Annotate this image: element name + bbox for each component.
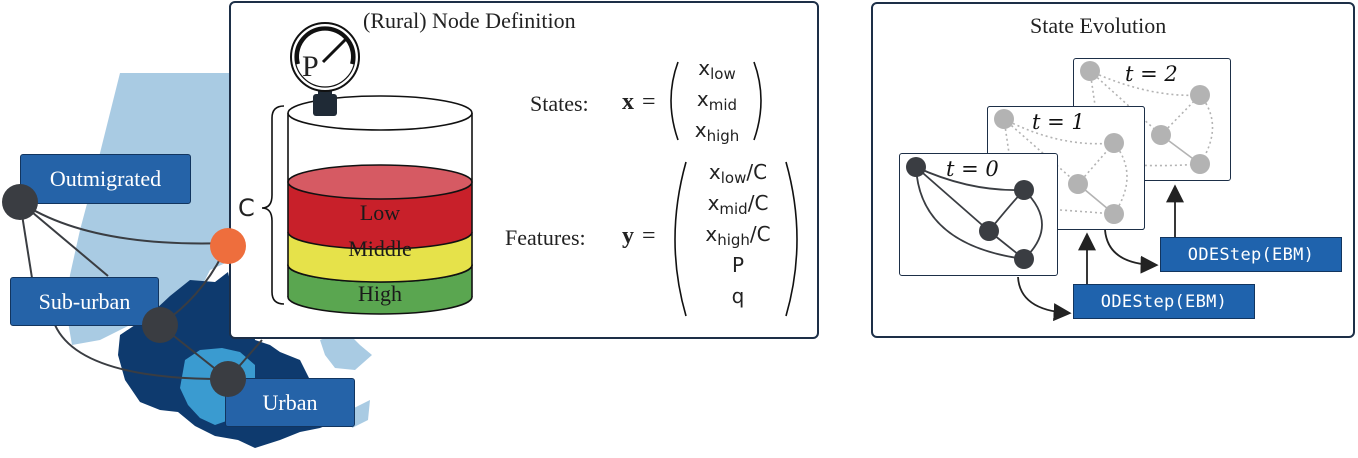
states-equals: = <box>642 89 656 115</box>
features-vector-entry: xhigh/C <box>705 222 771 249</box>
layer-low-label: Low <box>359 200 401 225</box>
features-vector-entry: xmid/C <box>707 191 769 218</box>
label-suburban-text: Sub-urban <box>38 288 131 314</box>
states-symbol: x <box>622 89 634 115</box>
features-equals: = <box>642 223 656 249</box>
label-urban: Urban <box>225 378 355 427</box>
states-vector-entry: xmid <box>696 87 738 114</box>
capacity-label: C <box>238 194 255 222</box>
ode-step-2: ODEStep(EBM) <box>1160 237 1342 272</box>
ode-step-1: ODEStep(EBM) <box>1073 284 1255 319</box>
edge-left-urban <box>54 324 229 381</box>
states-vector-entry: xlow <box>698 56 736 83</box>
state-evolution-title: State Evolution <box>1030 13 1167 38</box>
features-vector-entry: q <box>731 284 745 308</box>
frame-t0-label: t = 0 <box>946 157 999 181</box>
edge-out-sub <box>19 201 33 279</box>
states-label: States: <box>530 91 589 116</box>
label-urban-text: Urban <box>262 389 318 415</box>
layer-middle-label: Middle <box>348 236 412 261</box>
features-label: Features: <box>505 225 586 250</box>
label-outmigrated-text: Outmigrated <box>49 166 162 191</box>
label-outmigrated: Outmigrated <box>20 154 191 204</box>
states-vector-entry: xhigh <box>694 118 740 145</box>
node-definition-title: (Rural) Node Definition <box>363 8 576 33</box>
frame-t1-label: t = 1 <box>1032 110 1085 134</box>
ode-step-2-label: ODEStep(EBM) <box>1187 244 1315 265</box>
ode-step-1-label: ODEStep(EBM) <box>1100 291 1228 312</box>
frame-t2-label: t = 2 <box>1125 62 1178 86</box>
gauge-label: P <box>302 50 319 83</box>
layer-high-label: High <box>358 281 402 306</box>
edge-out-rural <box>19 201 229 245</box>
map-coast-islands <box>320 330 372 428</box>
features-vector-entry: xlow/C <box>708 160 768 187</box>
features-symbol: y <box>622 223 634 249</box>
label-suburban: Sub-urban <box>10 277 159 326</box>
features-vector-entry: P <box>731 253 745 277</box>
